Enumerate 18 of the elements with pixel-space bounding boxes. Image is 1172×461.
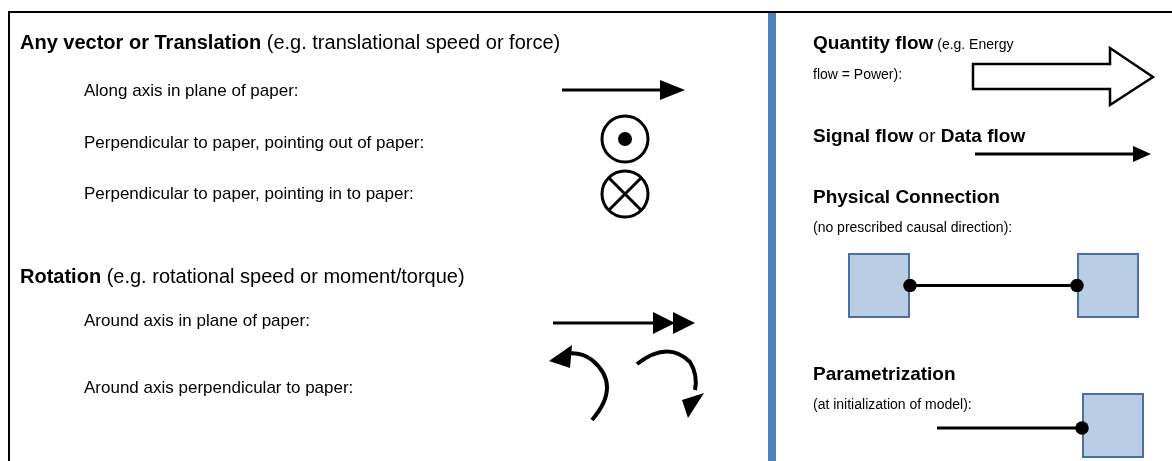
block-square xyxy=(1077,253,1139,318)
block-square xyxy=(1082,393,1144,458)
block-square xyxy=(848,253,910,318)
legend-text: Quantity flow (e.g. Energy flow = Power): xyxy=(813,31,1015,84)
legend-text: (at initialization of model): xyxy=(813,396,972,414)
legend-text: Rotation (e.g. rotational speed or moment/torque) xyxy=(20,264,465,289)
connector-line xyxy=(903,278,1084,293)
legend-text: Parametrization xyxy=(813,362,956,386)
connector-line xyxy=(937,421,1089,435)
legend-text: Around axis in plane of paper: xyxy=(84,310,310,332)
legend-text: Along axis in plane of paper: xyxy=(84,80,299,102)
legend-text: (no prescribed causal direction): xyxy=(813,219,1013,237)
legend-text: Any vector or Translation (e.g. translational speed or force) xyxy=(20,30,561,55)
legend-text: Perpendicular to paper, pointing out of paper: xyxy=(84,132,425,154)
legend-text: Perpendicular to paper, pointing in to paper: xyxy=(84,183,414,205)
legend-text: Signal flow or Data flow xyxy=(813,124,1026,148)
legend-text: Around axis perpendicular to paper: xyxy=(84,377,354,399)
legend-text: Physical Connection xyxy=(813,185,1000,209)
